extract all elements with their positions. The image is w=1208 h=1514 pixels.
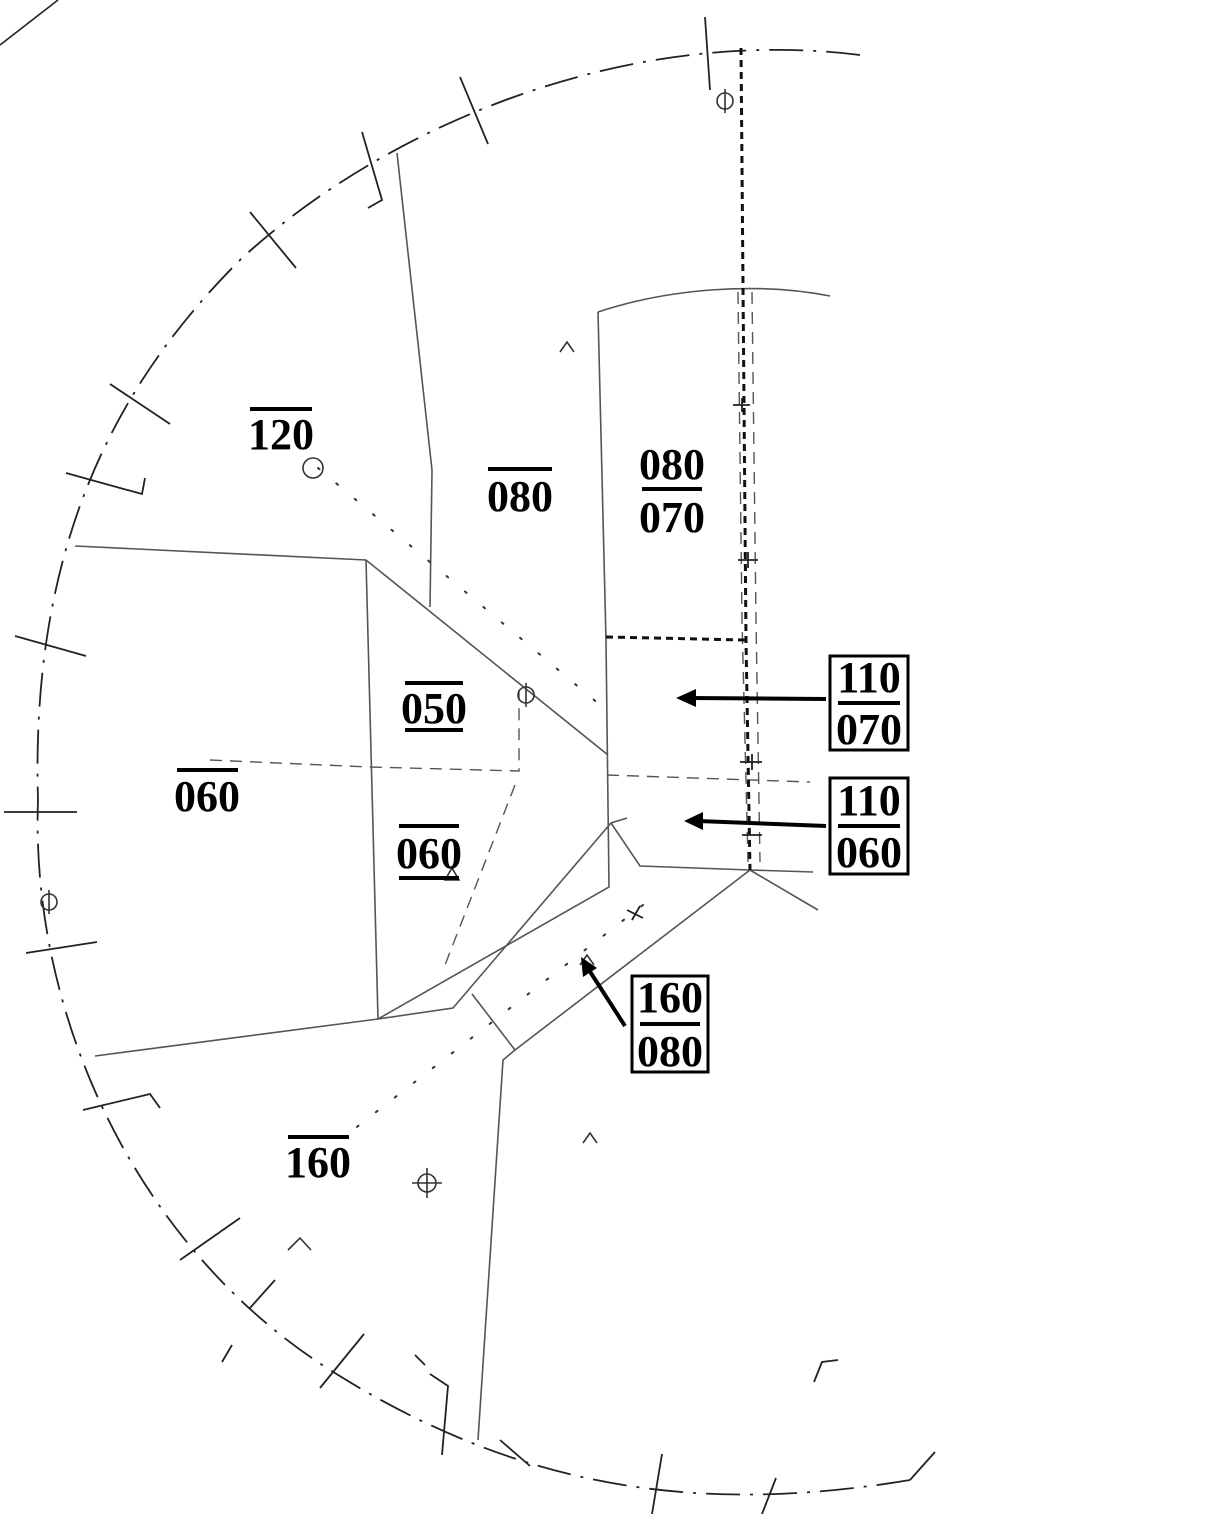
sector-line-se [749, 869, 819, 911]
altitude-label-060-center: 060 [396, 824, 462, 880]
sector-line-kink [610, 822, 814, 873]
altitude-label-050-text: 050 [401, 684, 467, 733]
sector-line-south [94, 817, 628, 1057]
sector-line-diagonal [74, 545, 609, 756]
sector-line-west [365, 559, 379, 1020]
crossing-ticks [626, 398, 762, 921]
dashed-line-east [606, 774, 811, 783]
sector-line-corridor [477, 869, 751, 1441]
altitude-label-080-070-bottom: 070 [639, 493, 705, 542]
callout-160-080-top: 160 [637, 973, 703, 1022]
callout-110-070-top: 110 [837, 653, 901, 702]
dashed-line-double-b [751, 291, 761, 863]
heavy-dashed-sector-vertical [739, 47, 752, 871]
sector-line-east [377, 311, 610, 1020]
callout-arrows [581, 689, 827, 1028]
dashed-line-double-a [737, 291, 749, 863]
altitude-label-080-070: 080 070 [639, 440, 705, 542]
altitude-label-060-left: 060 [174, 768, 240, 821]
altitude-label-120-text: 120 [248, 410, 314, 459]
altitude-label-160: 160 [285, 1135, 351, 1187]
navaid-symbols [40, 89, 734, 1251]
corner-boundary-line [0, 0, 59, 46]
callout-160-080: 160 080 [630, 973, 710, 1076]
callout-110-060-bottom: 060 [836, 828, 902, 877]
altitude-label-050: 050 [401, 681, 467, 733]
altitude-label-080: 080 [487, 467, 553, 521]
heavy-dashed-sector-horizontal [605, 635, 747, 642]
boundary-tick-marks [4, 16, 936, 1514]
altitude-label-060-left-text: 060 [174, 772, 240, 821]
altitude-label-060-center-text: 060 [396, 829, 462, 878]
callout-160-080-bottom: 080 [637, 1027, 703, 1076]
dotted-line-north [317, 467, 601, 706]
altitude-label-080-text: 080 [487, 472, 553, 521]
corridor-end-line [471, 993, 516, 1051]
sector-line-north [396, 152, 433, 608]
callout-110-060-top: 110 [837, 776, 901, 825]
callout-110-070-bottom: 070 [836, 705, 902, 754]
altitude-label-080-070-top: 080 [639, 440, 705, 489]
callout-110-060: 110 060 [828, 776, 910, 877]
altitude-label-120: 120 [248, 407, 314, 459]
dotted-line-south [339, 904, 644, 1141]
outer-boundary-arc [36, 48, 911, 1496]
dashed-line-south [444, 784, 516, 966]
altitude-label-160-text: 160 [285, 1138, 351, 1187]
inner-arc [597, 287, 831, 313]
callout-110-070: 110 070 [828, 653, 910, 754]
dashed-line-west [209, 690, 520, 772]
